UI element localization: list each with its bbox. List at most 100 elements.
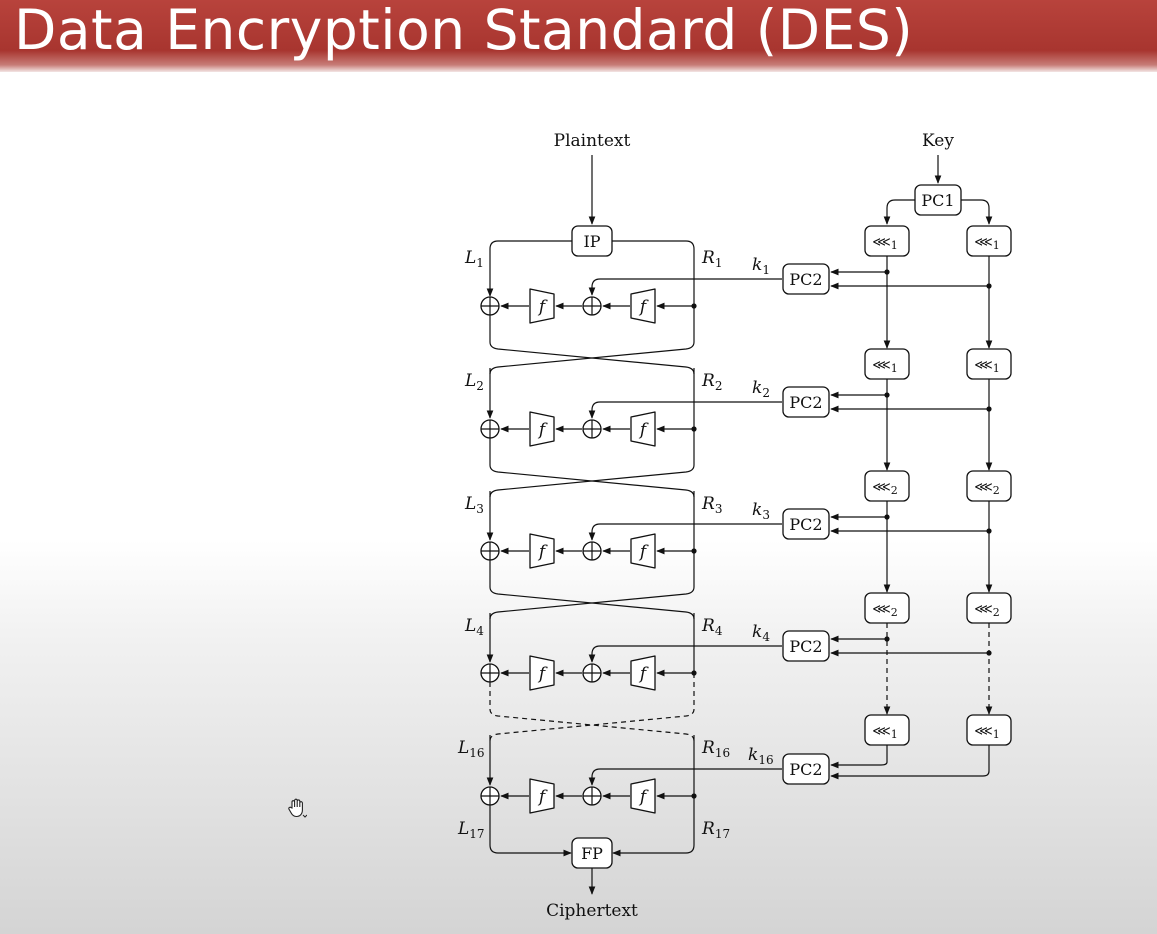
right-shift-box-5-label: ⋘1 [974,724,1000,741]
left-shift-box-3-amount: 2 [891,484,898,497]
left-shift-box-5-label: ⋘1 [872,724,898,741]
l-label-4-sub: 4 [476,624,484,638]
pc2-box-3-label: PC2 [789,515,822,534]
r17-to-fp [612,796,695,857]
right-shift-box-5-rotate-symbol: ⋘ [974,724,993,739]
k-label-4-base: k [752,622,762,642]
l-label-4: L4 [464,616,484,638]
r-label-1-base: R [701,248,715,268]
sbox-box-3 [529,533,555,569]
sbox-box-3-symbol: f [537,542,548,562]
expansion-box-4-symbol: f [638,664,649,684]
r17-label-base: R [701,819,715,839]
l-label-1-base: L [464,248,476,268]
k-label-5-sub: 16 [758,753,773,767]
swap-right-to-left-1 [489,306,695,375]
r-label-4: R4 [701,616,723,638]
left-shift-box-5-rotate-symbol: ⋘ [872,724,891,739]
l-label-5-base: L [457,738,469,758]
left-shift-box-2-amount: 1 [891,362,898,375]
subkey-to-xor-4 [588,645,694,663]
swap-left-to-right-2 [489,438,695,498]
right-shift-box-3-amount: 2 [993,484,1000,497]
pc2-box-2 [782,386,830,418]
k-label-2-sub: 2 [762,386,770,400]
expansion-box-3 [630,533,656,569]
left-shift-box-4-rotate-symbol: ⋘ [872,602,891,617]
left-shift-box-5-amount: 1 [891,728,898,741]
swap-left-to-right-1 [489,315,695,375]
ip-box-label: IP [583,232,600,251]
left-shift-box-2-label: ⋘1 [872,358,898,375]
k-label-1-base: k [752,255,762,275]
l17-label: L17 [457,819,485,841]
sbox-box-2-symbol: f [537,420,548,440]
r-label-2: R2 [701,371,722,393]
pc2-box-1-label: PC2 [789,270,822,289]
right-shift-box-2-rotate-symbol: ⋘ [974,358,993,373]
k-label-3: k3 [752,500,770,522]
r17-label: R17 [701,819,730,841]
pc2-box-1 [782,263,830,295]
sbox-box-4 [529,655,555,691]
pc1-to-right-shift [961,199,993,225]
k-label-4-sub: 4 [762,630,770,644]
left-shift-box-1-label: ⋘1 [872,235,898,252]
l17-to-fp [489,805,572,857]
r-label-4-sub: 4 [715,624,723,638]
r17-label-sub: 17 [715,827,730,841]
subkey-to-xor-5 [588,768,694,786]
pc2-box-4-label: PC2 [789,637,822,656]
l17-label-sub: 17 [469,827,484,841]
swap-right-to-left-2 [489,429,695,498]
slide-title: Data Encryption Standard (DES) [14,0,914,62]
fp-box-label: FP [581,844,603,863]
k-label-4: k4 [752,622,770,644]
k-label-5: k16 [748,745,774,767]
r-label-3-sub: 3 [715,502,723,516]
l-label-1: L1 [464,248,484,270]
l-label-4-base: L [464,616,476,636]
l-label-2: L2 [464,371,484,393]
sbox-box-1-symbol: f [537,297,548,317]
ciphertext-label: Ciphertext [546,901,638,921]
r-label-1: R1 [701,248,722,270]
swap-left-to-right-3 [489,560,695,620]
sbox-box-5-symbol: f [537,787,548,807]
right-final-tap [830,745,990,780]
expansion-box-5 [630,778,656,814]
expansion-box-5-symbol: f [638,787,649,807]
left-shift-box-4-amount: 2 [891,606,898,619]
r-label-4-base: R [701,616,715,636]
expansion-box-2-symbol: f [638,420,649,440]
right-shift-box-3-rotate-symbol: ⋘ [974,480,993,495]
subkey-to-xor-3 [588,523,694,541]
title-bar: Data Encryption Standard (DES) [0,0,1157,72]
k-label-2: k2 [752,378,770,400]
right-shift-box-3-label: ⋘2 [974,480,1000,497]
expansion-box-1 [630,288,656,324]
right-shift-box-2-amount: 1 [993,362,1000,375]
right-shift-box-1-rotate-symbol: ⋘ [974,235,993,250]
pc2-box-4 [782,630,830,662]
pc2-box-3 [782,508,830,540]
pc2-box-5-label: PC2 [789,760,822,779]
r-label-3-base: R [701,494,715,514]
pc2-box-2-label: PC2 [789,393,822,412]
sbox-box-2 [529,411,555,447]
k-label-3-sub: 3 [762,508,770,522]
right-shift-box-4-rotate-symbol: ⋘ [974,602,993,617]
ip-right-rail [612,240,695,306]
l-label-5-sub: 16 [469,746,484,760]
subkey-to-xor-2 [588,401,694,419]
l17-label-base: L [457,819,469,839]
right-shift-box-4-label: ⋘2 [974,602,1000,619]
sbox-box-4-symbol: f [537,664,548,684]
l-label-3-base: L [464,494,476,514]
r-label-5-base: R [701,738,715,758]
left-shift-box-2-rotate-symbol: ⋘ [872,358,891,373]
r-label-2-sub: 2 [715,379,723,393]
ip-left-rail [486,240,572,297]
sbox-box-5 [529,778,555,814]
